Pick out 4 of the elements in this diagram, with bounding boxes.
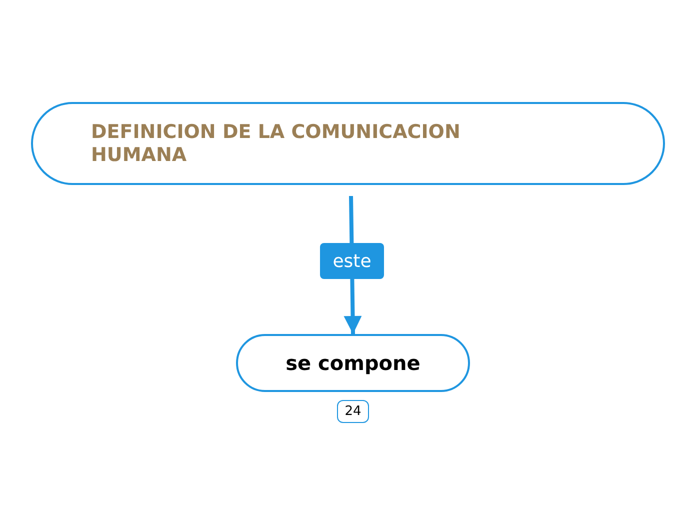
node-text: se compone — [286, 351, 420, 375]
count-badge: 24 — [337, 400, 369, 423]
edge-label: este — [320, 243, 384, 279]
node-text: DEFINICION DE LA COMUNICACION HUMANA — [91, 120, 462, 166]
